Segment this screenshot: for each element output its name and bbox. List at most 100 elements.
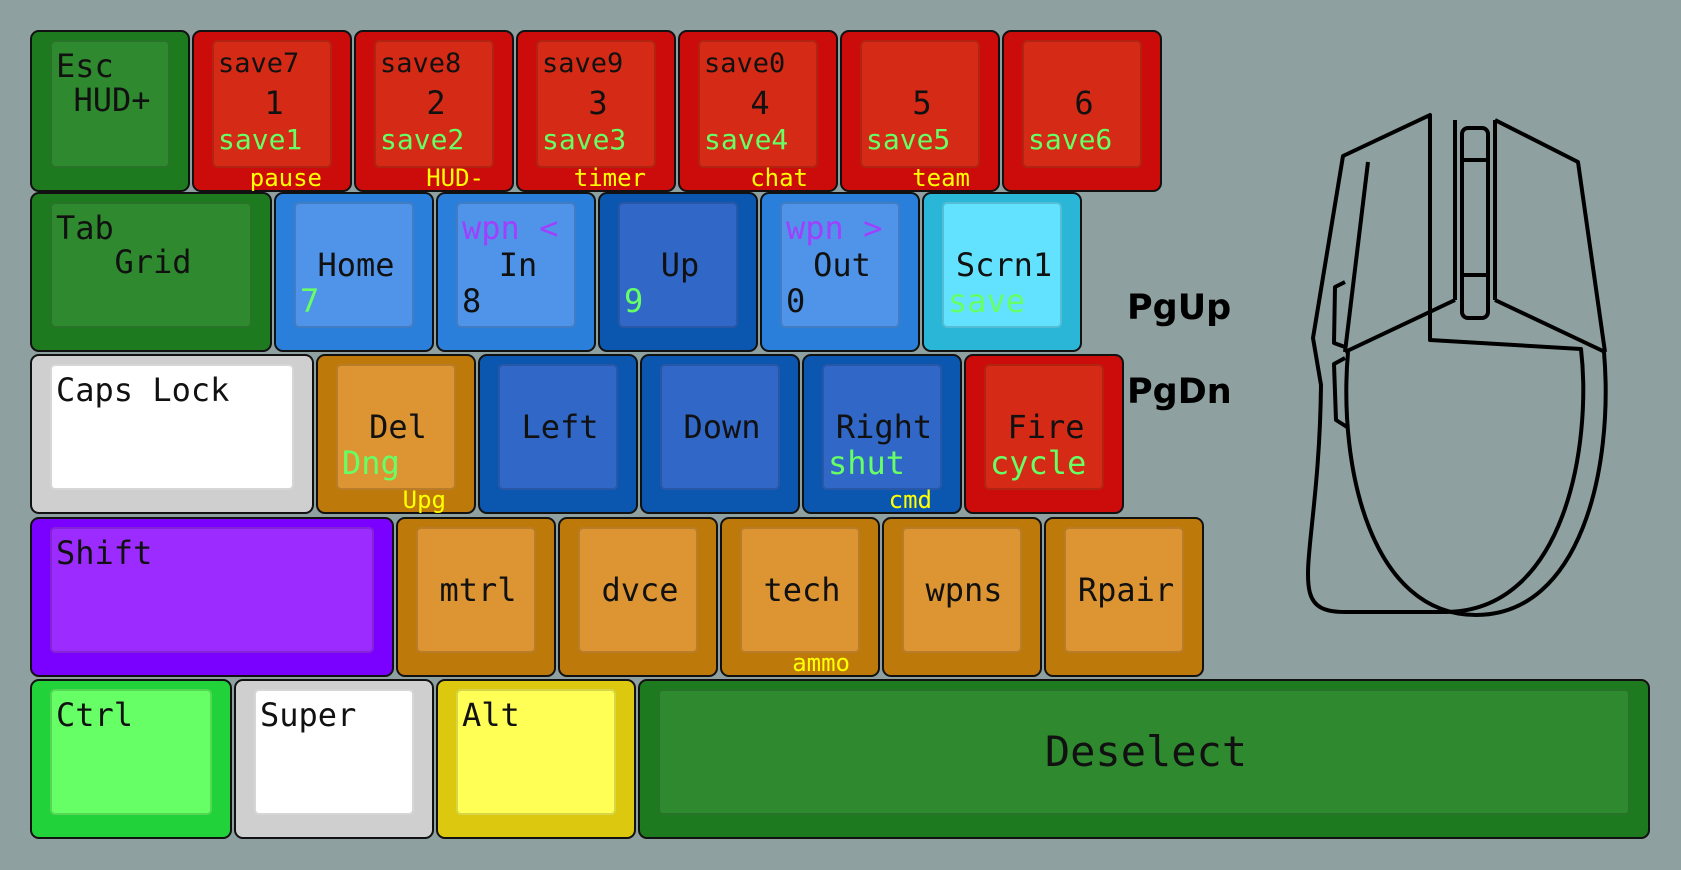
- key-label-purple: wpn >: [786, 209, 883, 247]
- key-label-main: 0: [786, 282, 806, 320]
- key-top-surface: [618, 202, 738, 328]
- key-label-main: Left: [521, 408, 599, 446]
- key-left: Left: [478, 354, 638, 514]
- key-label-main: wpns: [925, 571, 1003, 609]
- key-label-green: save6: [1028, 123, 1113, 156]
- key-label-main: 3: [588, 84, 608, 122]
- key-label-yellow: team: [912, 164, 970, 192]
- mouse-pgup-label: PgUp: [1127, 288, 1232, 328]
- key-down: Down: [640, 354, 800, 514]
- key-label-green: shut: [828, 444, 906, 482]
- key-top-surface: [50, 364, 294, 490]
- key-top-surface: [1022, 40, 1142, 168]
- key-label-purple: wpn <: [462, 209, 559, 247]
- key-ctrl: Ctrl: [30, 679, 232, 839]
- key-label-main: Home: [317, 246, 395, 284]
- key-label-main: 4: [750, 84, 770, 122]
- key-label-main: HUD+: [73, 81, 151, 119]
- key-deselect: Deselect: [638, 679, 1650, 839]
- key-label-main: save9: [542, 48, 624, 79]
- key-mtrl: mtrl: [396, 517, 556, 677]
- key-label-main: Ctrl: [56, 696, 134, 734]
- key-label-yellow: cmd: [888, 486, 932, 514]
- key-top-surface: [658, 689, 1630, 815]
- key-label-main: Right: [835, 408, 933, 446]
- key-top-surface: [536, 40, 656, 168]
- key-label-main: 6: [1074, 84, 1094, 122]
- key-dvce: dvce: [558, 517, 718, 677]
- key-label-main: 1: [264, 84, 284, 122]
- key-top-surface: [698, 40, 818, 168]
- key-top-surface: [336, 364, 456, 490]
- key-label-main: Esc: [56, 47, 114, 85]
- key-label-green: save4: [704, 123, 789, 156]
- key-label-main: Rpair: [1077, 571, 1175, 609]
- key-label-main: Alt: [462, 696, 520, 734]
- key-label-yellow: timer: [573, 164, 646, 192]
- key-label-yellow: pause: [249, 164, 322, 192]
- key-top-surface: [822, 364, 942, 490]
- key-label-main: Tab: [56, 209, 114, 247]
- key-label-main: Scrn1: [955, 246, 1053, 284]
- key-top-surface: [374, 40, 494, 168]
- key-top-surface: [498, 364, 618, 490]
- mouse-outline-icon: [1305, 113, 1608, 617]
- key-top-surface: [50, 202, 252, 328]
- key-label-main: dvce: [601, 571, 679, 609]
- key-top-surface: [942, 202, 1062, 328]
- key-label-main: In: [498, 246, 538, 284]
- key-label-main: save7: [218, 48, 300, 79]
- key-top-surface: [416, 527, 536, 653]
- key-top-surface: [1064, 527, 1184, 653]
- key-top-surface: [50, 689, 212, 815]
- key-label-main: 2: [426, 84, 446, 122]
- key-label-main: Fire: [1007, 408, 1085, 446]
- key-top-surface: [578, 527, 698, 653]
- key-top-surface: [740, 527, 860, 653]
- key-in: wpn <In 8: [436, 192, 596, 352]
- key-label-main: 5: [912, 84, 932, 122]
- key-alt: Alt: [436, 679, 636, 839]
- key-rpair: Rpair: [1044, 517, 1204, 677]
- key-shift: Shift: [30, 517, 394, 677]
- key-top-surface: [456, 689, 616, 815]
- key-super: Super: [234, 679, 434, 839]
- key-label-main: save8: [380, 48, 462, 79]
- key-top-surface: [984, 364, 1104, 490]
- key-label-main: mtrl: [439, 571, 517, 609]
- key-label-green: 7: [300, 282, 320, 320]
- key-label-green: Dng: [342, 444, 400, 482]
- key-top-surface: [50, 527, 374, 653]
- key-label-yellow: ammo: [792, 649, 850, 677]
- key-top-surface: [294, 202, 414, 328]
- key-top-surface: [780, 202, 900, 328]
- key-label-main: save0: [704, 48, 786, 79]
- key-top-surface: [902, 527, 1022, 653]
- key-label-main: 8: [462, 282, 482, 320]
- key-label-yellow: HUD-: [426, 164, 484, 192]
- key-label-green: save2: [380, 123, 465, 156]
- key-label-main: Shift: [56, 534, 153, 572]
- key-label-green: save: [948, 282, 1026, 320]
- key-label-green: save3: [542, 123, 627, 156]
- key-label-yellow: chat: [750, 164, 808, 192]
- key-label-main: Down: [683, 408, 761, 446]
- key-top-surface: [660, 364, 780, 490]
- mouse-diagram: PgUp PgDn: [1127, 110, 1620, 630]
- key-label-yellow: Upg: [402, 486, 446, 514]
- mouse-pgdn-label: PgDn: [1127, 372, 1232, 412]
- key-label-green: save1: [218, 123, 303, 156]
